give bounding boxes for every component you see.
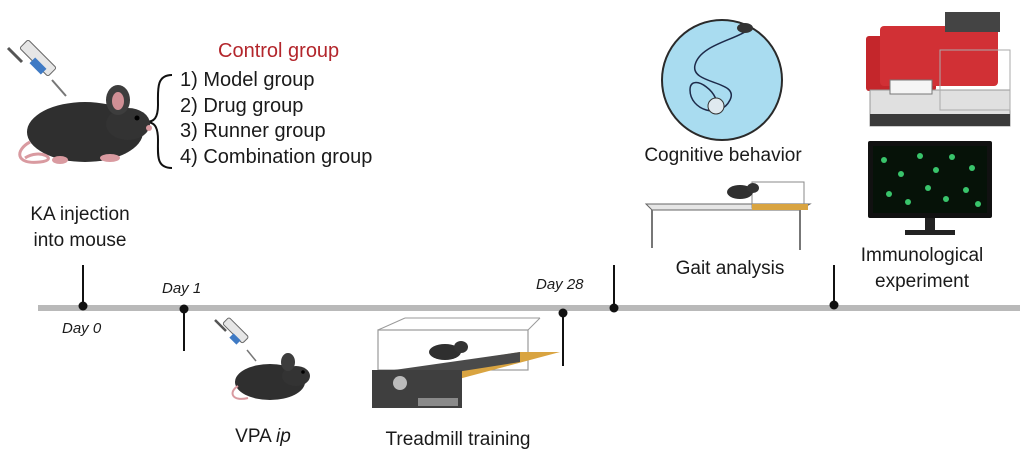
vpa-text: VPA bbox=[235, 426, 277, 447]
tick-gait bbox=[609, 265, 619, 313]
day1-label: Day 1 bbox=[162, 280, 202, 297]
control-group-label: Control group bbox=[218, 40, 340, 62]
tick-day28 bbox=[558, 308, 568, 366]
treadmill-icon bbox=[372, 317, 560, 408]
gait-label: Gait analysis bbox=[675, 258, 785, 279]
tick-day0 bbox=[78, 265, 88, 311]
vpa-route: ip bbox=[276, 426, 291, 447]
injection-line1: KA injection bbox=[30, 204, 130, 225]
immuno-line1: Immunological bbox=[860, 245, 984, 266]
day28-label: Day 28 bbox=[536, 276, 584, 293]
water-maze-icon bbox=[661, 19, 783, 141]
cognitive-label: Cognitive behavior bbox=[644, 145, 802, 166]
day0-label: Day 0 bbox=[62, 320, 102, 337]
immuno-line2: experiment bbox=[875, 271, 969, 292]
group-list: 1) Model group 2) Drug group 3) Runner g… bbox=[180, 68, 372, 170]
gait-walkway-icon bbox=[644, 181, 812, 250]
group-item-model: 1) Model group bbox=[180, 69, 315, 91]
group-brace bbox=[145, 74, 173, 169]
group-item-combination: 4) Combination group bbox=[180, 145, 373, 168]
syringe-icon bbox=[6, 39, 67, 97]
tick-immuno bbox=[829, 265, 839, 310]
group-item-runner: 3) Runner group bbox=[180, 120, 326, 142]
vpa-syringe-icon bbox=[214, 317, 257, 362]
treadmill-label: Treadmill training bbox=[385, 429, 531, 450]
group-item-drug: 2) Drug group bbox=[180, 94, 304, 117]
tick-day1 bbox=[179, 304, 189, 351]
immuno-label: Immunological experiment bbox=[852, 243, 992, 295]
injection-line2: into mouse bbox=[33, 230, 127, 251]
mouse-icon bbox=[6, 39, 152, 164]
vpa-label: VPA ip bbox=[218, 424, 308, 450]
vpa-mouse-icon bbox=[214, 317, 310, 400]
microscopy-monitor-icon bbox=[868, 141, 992, 235]
timeline-bar bbox=[38, 305, 1020, 311]
injection-label: KA injection into mouse bbox=[20, 202, 140, 254]
plate-reader-icon bbox=[866, 12, 1011, 127]
